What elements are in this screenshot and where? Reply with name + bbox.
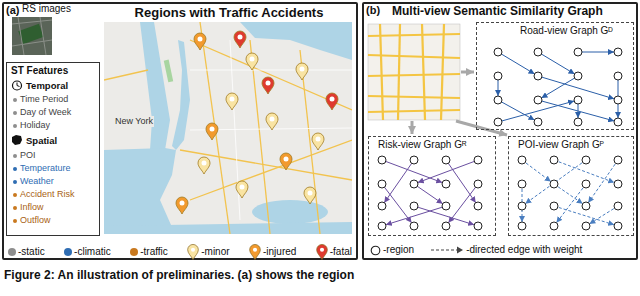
spatial-icon: [12, 135, 22, 145]
bullet-dot: [13, 219, 17, 223]
feature-item: Inflow: [20, 202, 44, 213]
legend-item: -minor: [187, 244, 229, 260]
pin-dot: [191, 248, 195, 252]
legend-item: -traffic: [130, 246, 168, 258]
pin-body: [250, 244, 261, 259]
legend-item: -climatic: [64, 246, 111, 258]
feature-item: Time Period: [20, 94, 68, 105]
legend-heading: ST Features: [11, 65, 68, 77]
legend-item: -injured: [249, 244, 296, 260]
graph-box: Road-view Graph Gᴰ: [476, 22, 634, 130]
legend-text: -static: [18, 246, 45, 258]
panel-title: Multi-view Semantic Similarity Graph: [392, 4, 603, 18]
legend-item: -static: [8, 246, 45, 258]
legend-swatch: [130, 248, 138, 256]
legend-item: -region: [370, 244, 414, 256]
legend-item: -fatal: [316, 244, 352, 260]
split-arrows: [412, 72, 507, 135]
pin-dot: [320, 248, 324, 252]
road-grid-map: [368, 24, 460, 120]
feature-item: Outflow: [20, 215, 51, 226]
map-place-label: New York: [114, 116, 154, 127]
poi-view-graph: [518, 156, 622, 230]
legend-swatch: [64, 248, 72, 256]
city-map: [104, 22, 352, 234]
legend-item: -directed edge with weight: [430, 244, 582, 256]
group-heading: Temporal: [26, 80, 68, 91]
bullet-dot: [13, 124, 17, 128]
risk-view-graph: [378, 156, 482, 230]
feature-item: Weather: [20, 176, 54, 187]
legend-text: -fatal: [330, 246, 352, 258]
group-heading: Spatial: [26, 135, 57, 146]
legend-text: -climatic: [74, 246, 111, 258]
graph-label: Road-view Graph Gᴰ: [520, 25, 613, 37]
legend-pin: [316, 244, 328, 260]
legend-swatch: [8, 248, 16, 256]
feature-item: Accident Risk: [20, 189, 75, 200]
image-block: RS images: [8, 3, 76, 57]
image-label: RS images: [22, 3, 71, 15]
panel-frame: (b) Multi-view Semantic Similarity GraphR…: [362, 2, 638, 260]
legend-text: -injured: [263, 246, 296, 258]
satellite-thumbnail: [12, 17, 52, 55]
legend-text: -region: [383, 244, 414, 256]
bullet-dot: [13, 111, 17, 115]
pin-body: [188, 244, 199, 259]
legend-row: -static -climatic -traffic -minor -injured -f…: [8, 244, 352, 260]
panel-label: (b): [366, 4, 380, 17]
clock-icon: [13, 81, 22, 90]
legend-text: -minor: [201, 246, 229, 258]
feature-item: POI: [20, 150, 36, 161]
feature-item: Holiday: [20, 120, 50, 131]
edge-line: [431, 249, 458, 250]
figure-caption: Figure 2: An illustration of preliminari…: [4, 268, 354, 282]
bullet-dot: [13, 180, 17, 184]
legend-text: -directed edge with weight: [466, 244, 582, 256]
legend-row: -region -directed edge with weight: [370, 244, 632, 256]
edge-head: [457, 247, 463, 254]
bullet-dot: [13, 98, 17, 102]
feature-item: Temperature: [20, 163, 71, 174]
bullet-dot: [13, 167, 17, 171]
graph-box: POI-view Graph Gᴾ: [508, 136, 634, 236]
graph-label: POI-view Graph Gᴾ: [518, 139, 604, 151]
road-view-graph: [494, 48, 622, 126]
legend-pin: [187, 244, 199, 260]
panel-label: (a): [6, 4, 19, 17]
legend-pin: [249, 244, 261, 260]
legend-region-symbol: [370, 245, 381, 256]
pin-dot: [253, 248, 257, 252]
graph-box: Risk-view Graph Gᴿ: [368, 136, 496, 236]
panel-frame: (a)RS images Regions with Traffic Acciden…: [2, 2, 358, 260]
bullet-dot: [13, 154, 17, 158]
feature-legend-box: ST FeaturesTemporalTime PeriodDay of Wee…: [6, 62, 100, 236]
legend-edge-symbol: [430, 245, 464, 255]
feature-item: Day of Week: [20, 107, 71, 118]
legend-text: -traffic: [140, 246, 168, 258]
map-title: Regions with Traffic Accidents: [104, 5, 354, 21]
bullet-dot: [13, 193, 17, 197]
bullet-dot: [13, 206, 17, 210]
region-circle: [371, 246, 380, 255]
graph-label: Risk-view Graph Gᴿ: [378, 139, 466, 151]
pin-body: [316, 244, 327, 259]
